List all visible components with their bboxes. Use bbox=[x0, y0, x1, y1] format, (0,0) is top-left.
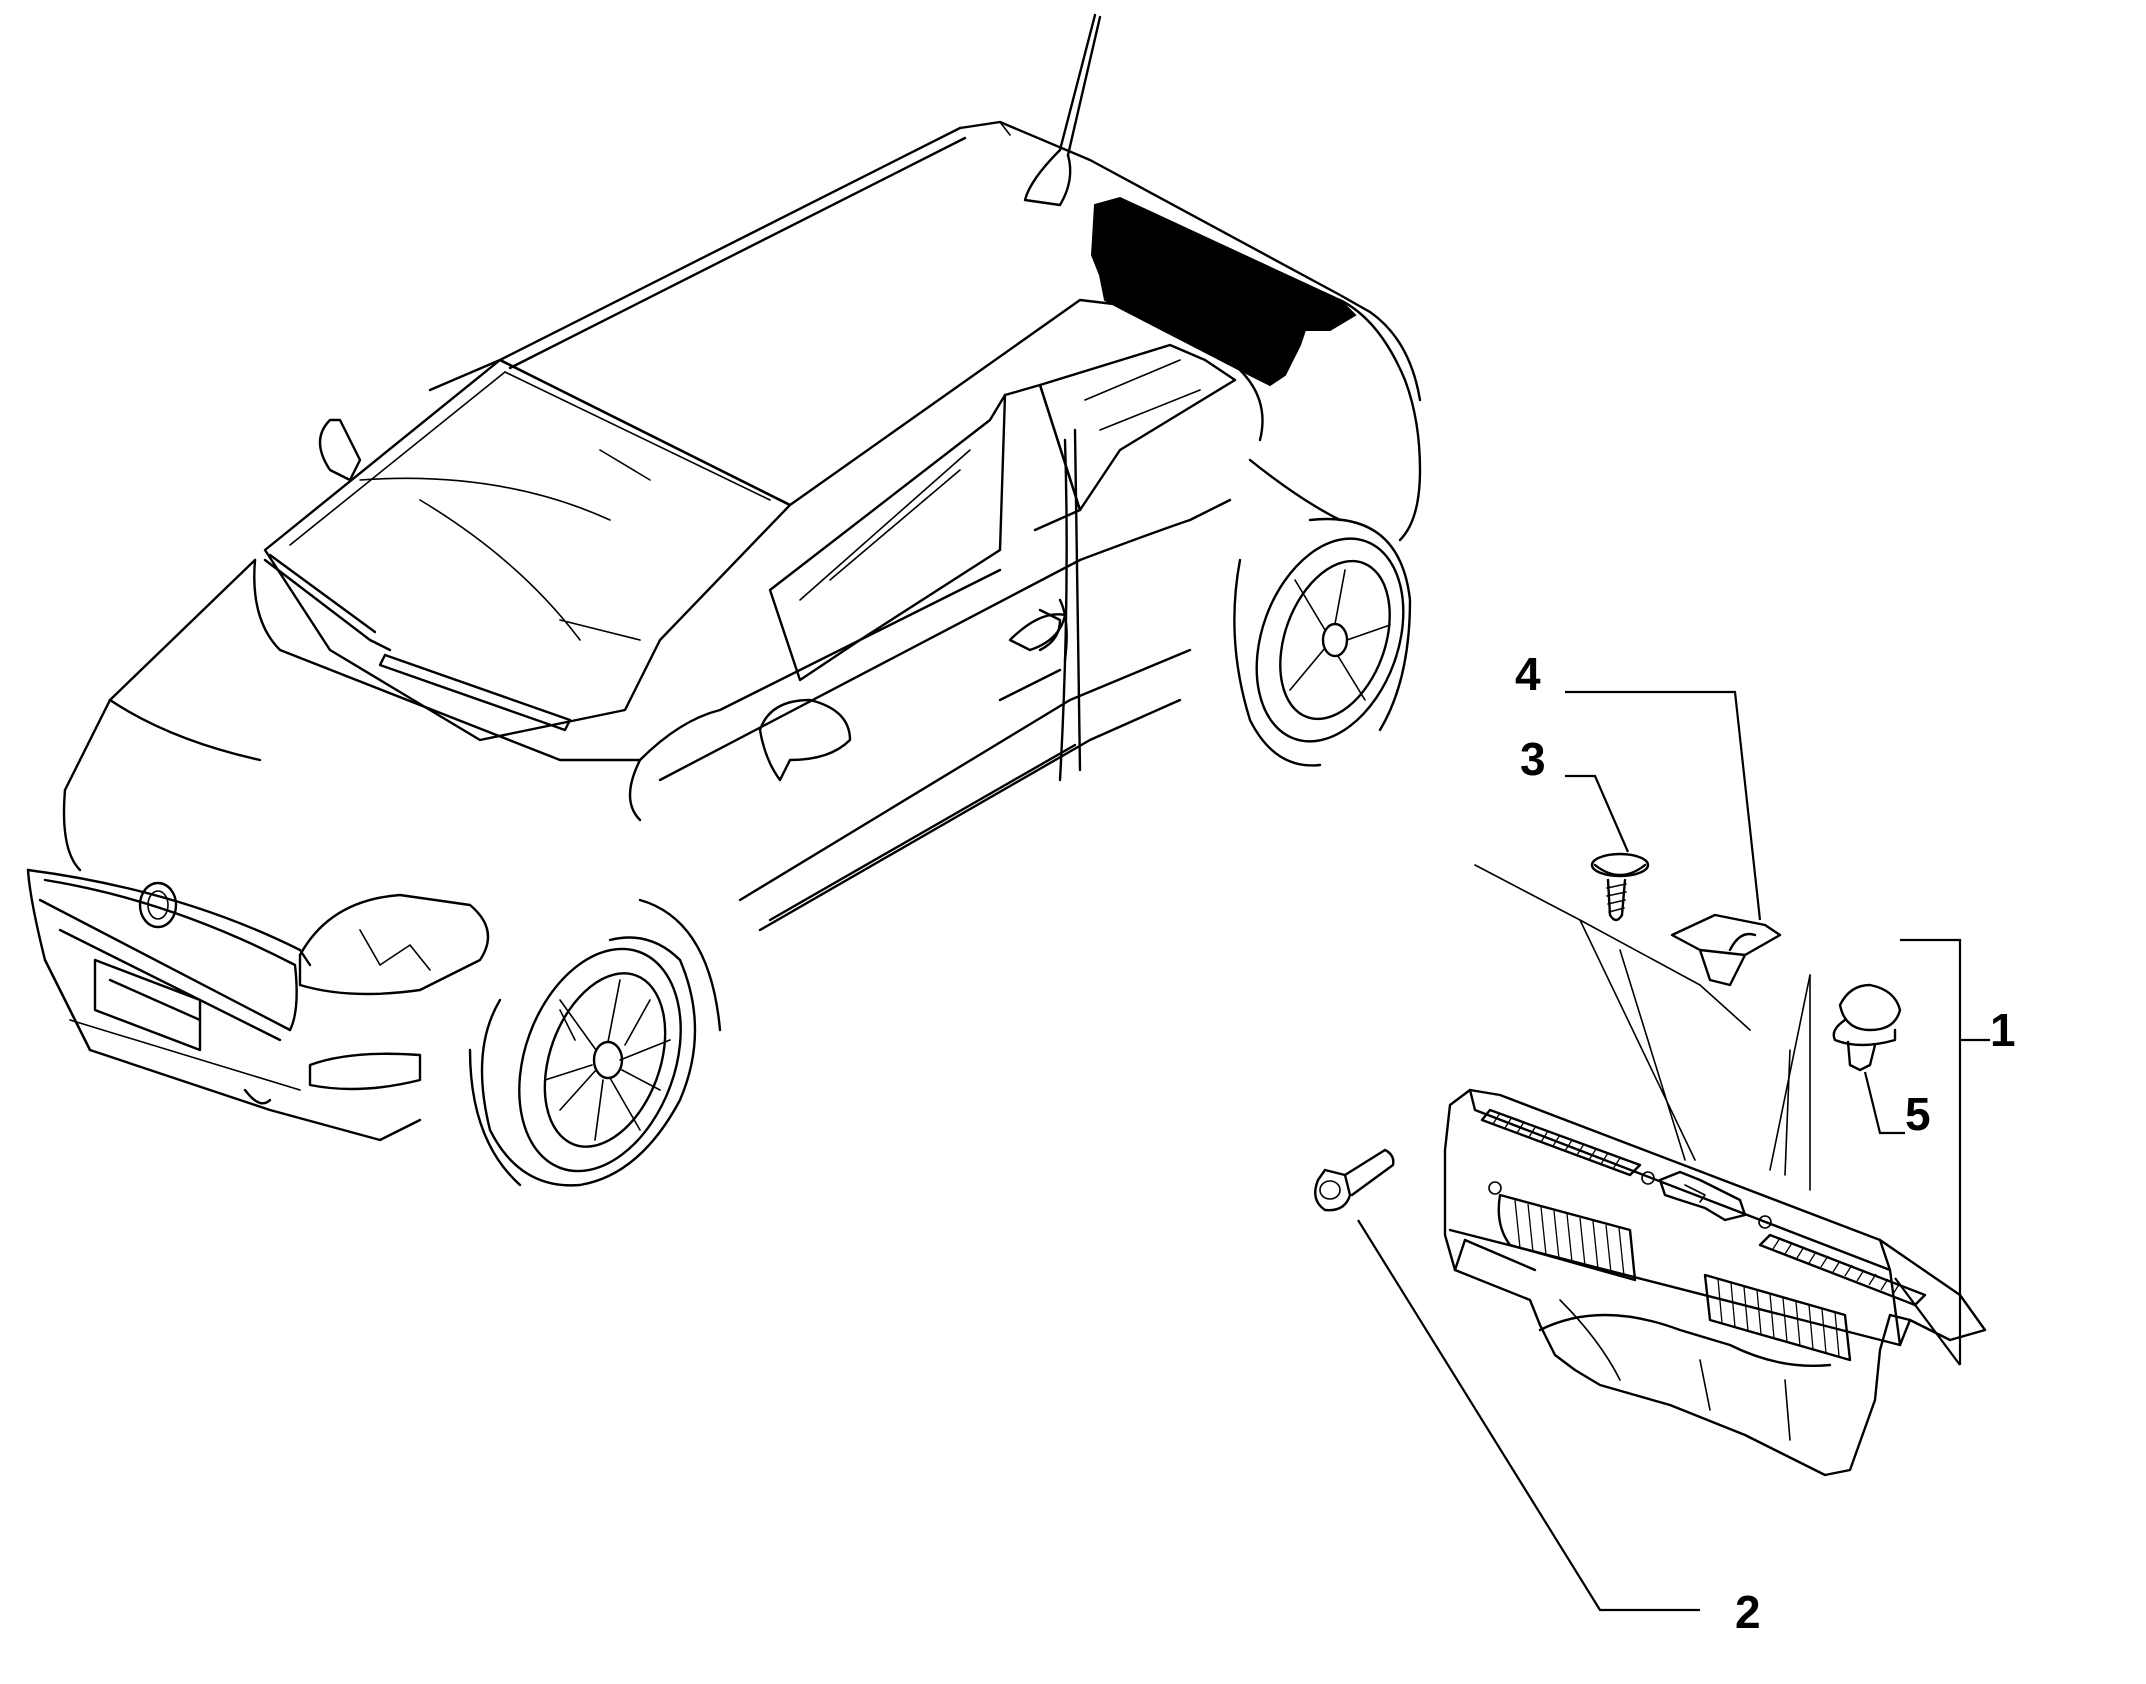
leader-lines bbox=[1357, 690, 1990, 1612]
callout-2: 2 bbox=[1735, 1586, 1761, 1638]
vent-slot-left bbox=[1480, 1108, 1642, 1177]
car-illustration bbox=[26, 13, 1422, 1187]
antenna bbox=[1023, 13, 1102, 207]
part-1-rear-shelf bbox=[1443, 1088, 1987, 1477]
part-3-screw bbox=[1590, 852, 1650, 922]
headlight bbox=[298, 893, 490, 996]
callout-4: 4 bbox=[1515, 648, 1541, 700]
front-wheel bbox=[468, 898, 722, 1187]
side-windows bbox=[768, 343, 1237, 682]
side-mirror bbox=[758, 698, 852, 782]
left-mirror bbox=[318, 418, 362, 482]
hood bbox=[62, 558, 642, 872]
windshield bbox=[263, 358, 792, 742]
speaker-grille-right bbox=[1703, 1273, 1852, 1362]
speaker-grille-left bbox=[1497, 1193, 1637, 1282]
car-side bbox=[638, 428, 1232, 932]
rear-shelf-highlight bbox=[1090, 196, 1357, 387]
car-front bbox=[26, 868, 490, 1142]
callout-5: 5 bbox=[1905, 1088, 1931, 1140]
wipers bbox=[263, 553, 572, 732]
callout-1: 1 bbox=[1990, 1004, 2016, 1056]
part-4-nut-clip bbox=[1670, 913, 1782, 987]
vent-slot-right bbox=[1758, 1233, 1927, 1307]
brand-logo bbox=[138, 881, 178, 929]
callout-3: 3 bbox=[1520, 733, 1546, 785]
part-2-bolt bbox=[1314, 1148, 1395, 1212]
part-5-clip bbox=[1832, 983, 1902, 1072]
rear-body bbox=[1238, 298, 1422, 542]
rear-wheel bbox=[1233, 517, 1412, 767]
